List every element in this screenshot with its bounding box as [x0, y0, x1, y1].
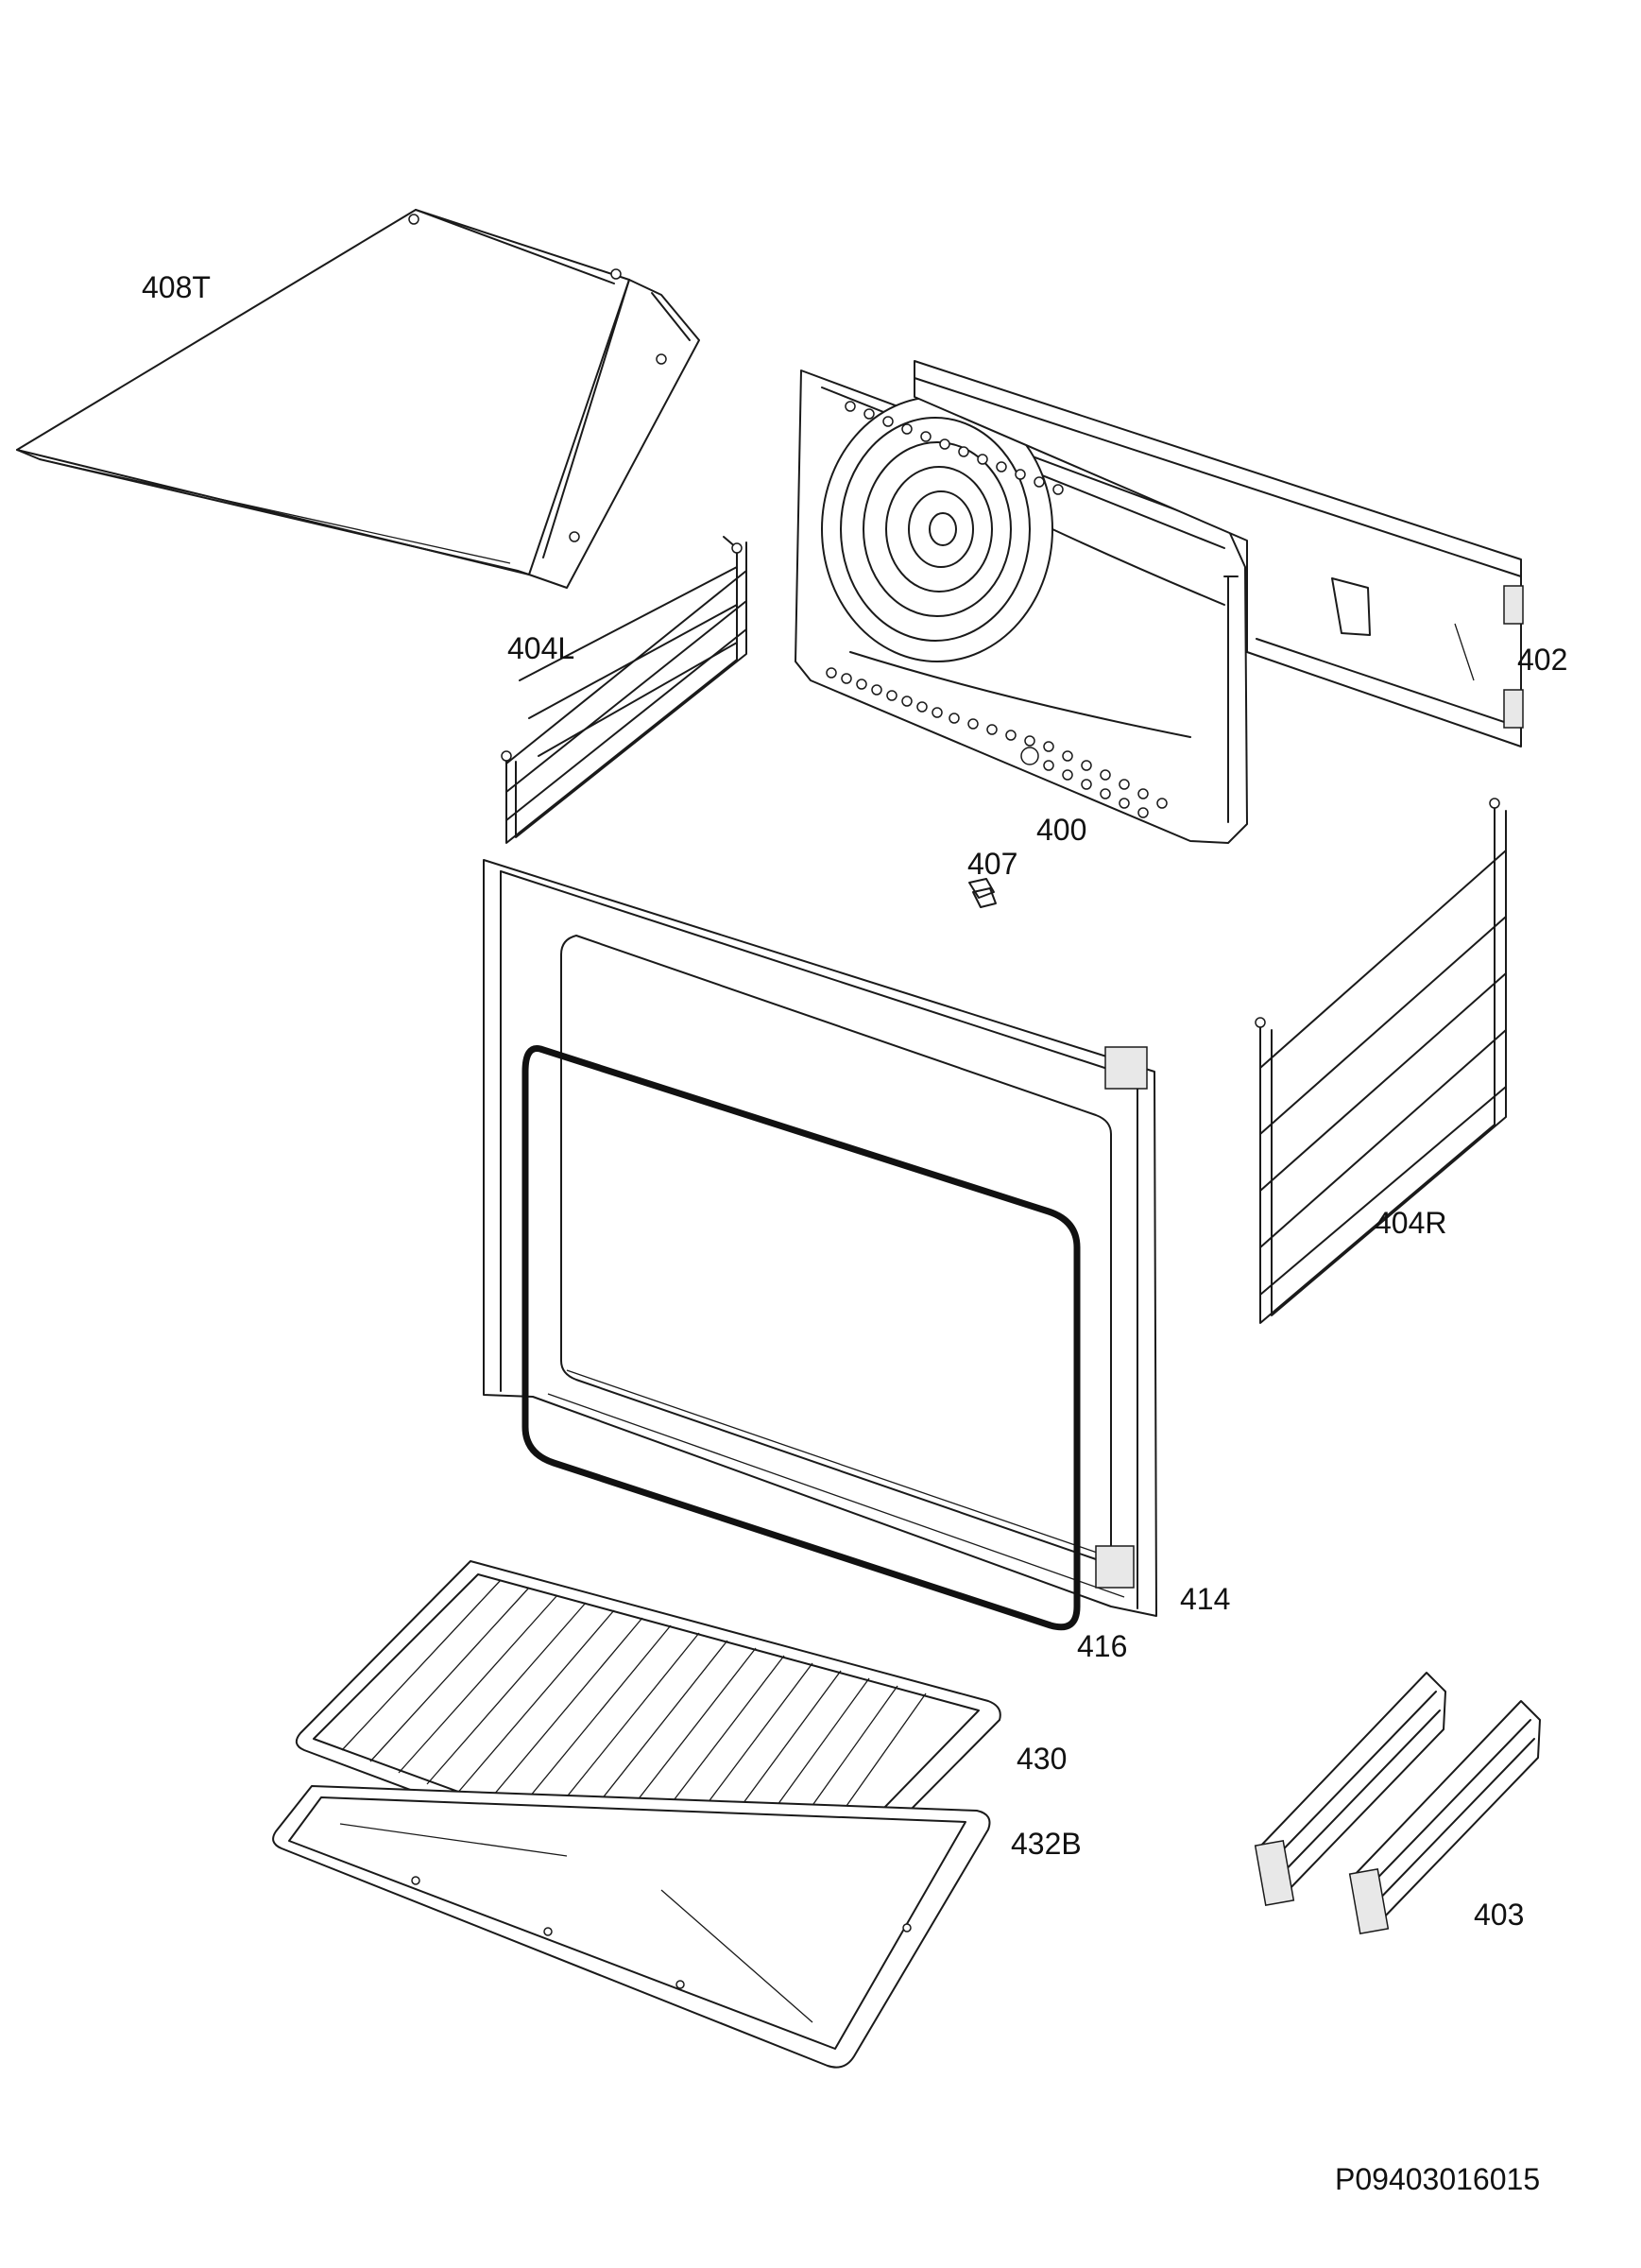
label-clip: 407 [967, 847, 1018, 881]
label-right-rail: 404R [1375, 1206, 1447, 1240]
rear-panel-vent-holes [826, 401, 1168, 818]
baking-tray-drawing [272, 1785, 991, 2069]
door-gasket-drawing [521, 1045, 1081, 1631]
label-telescopic-runners: 403 [1474, 1898, 1525, 1932]
label-baking-tray: 432B [1011, 1827, 1082, 1861]
oven-frame-drawing [483, 859, 1157, 1617]
label-rear-panel: 400 [1036, 813, 1087, 847]
rear-panel-drawing [795, 369, 1248, 844]
wire-shelf-bars [341, 1579, 927, 1919]
right-rail-drawing [1255, 798, 1507, 1324]
label-top-shield: 408T [142, 270, 211, 304]
document-code: P09403016015 [1335, 2162, 1541, 2196]
label-door-gasket: 416 [1077, 1629, 1128, 1663]
label-rear-bracket: 402 [1517, 643, 1568, 677]
label-oven-frame: 414 [1180, 1582, 1231, 1616]
left-rail-drawing [501, 536, 747, 844]
label-wire-shelf: 430 [1017, 1742, 1068, 1776]
rear-bracket-drawing [914, 360, 1524, 747]
label-left-rail: 404L [507, 631, 575, 665]
telescopic-runners-drawing [1254, 1672, 1541, 1934]
clip-drawing [968, 878, 997, 908]
top-shield-drawing [16, 209, 700, 589]
